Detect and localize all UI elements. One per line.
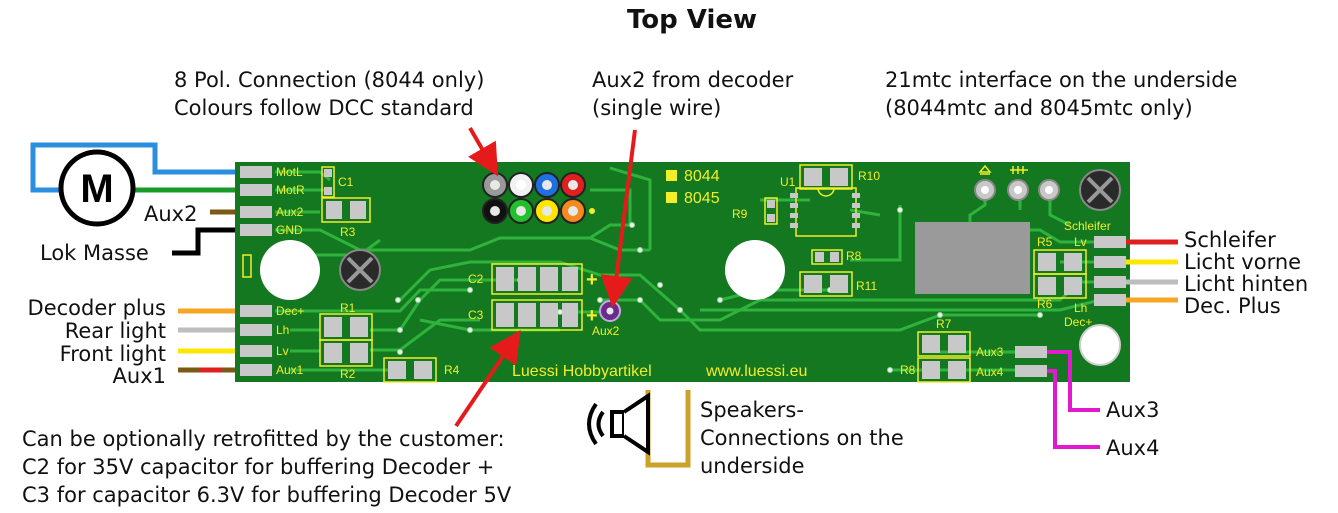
left-pad-labels: MotL MotR Aux2 GND Dec+ Lh Lv Aux1 bbox=[276, 165, 305, 377]
callout-arrows bbox=[454, 126, 637, 428]
label-r7: R7 bbox=[936, 317, 952, 331]
aux4-label: Aux4 bbox=[1106, 436, 1160, 460]
label-r2: R2 bbox=[340, 367, 356, 381]
mounting-hole-center bbox=[725, 240, 785, 300]
label-r6: R6 bbox=[1037, 297, 1053, 311]
screw-left bbox=[339, 249, 381, 291]
right-pad-labels: Schleifer Lv Lh Dec+ Aux3 Aux4 bbox=[976, 219, 1111, 379]
label-c3: C3 bbox=[468, 308, 484, 322]
pad-label-lh: Lh bbox=[276, 323, 289, 337]
c2-plus: + bbox=[586, 269, 598, 291]
label-r11: R10 bbox=[858, 169, 880, 183]
c3-plus: + bbox=[586, 305, 598, 327]
label-r4: R4 bbox=[444, 363, 460, 377]
label-r9: R8 bbox=[846, 249, 862, 263]
pad-label-aux3: Aux3 bbox=[976, 345, 1004, 359]
front-light-label: Front light bbox=[59, 342, 166, 366]
pad-label-gnd: GND bbox=[276, 223, 303, 237]
mtc-interface-block bbox=[915, 222, 1030, 294]
pad-label-aux4: Aux4 bbox=[976, 365, 1004, 379]
pad-label-motl: MotL bbox=[276, 165, 303, 179]
mounting-hole-left bbox=[260, 240, 320, 300]
component-labels-right: R10 R9 U1 R8 R11 R5 R6 R7 R8 R8 bbox=[732, 169, 1053, 377]
left-function-wires bbox=[178, 308, 245, 373]
pad-label-motr: MotR bbox=[276, 183, 305, 197]
label-c1: C1 bbox=[338, 175, 354, 189]
retrofit-label-line1: Can be optionally retrofitted by the cus… bbox=[22, 427, 505, 451]
left-pads bbox=[240, 166, 272, 376]
pad-label-dec-plus-right: Dec+ bbox=[1064, 315, 1092, 329]
label-r12: R11 bbox=[856, 279, 877, 293]
pad-label-aux2: Aux2 bbox=[276, 205, 304, 219]
label-r8-visible: R8 bbox=[900, 363, 916, 377]
mtc-label-line2: (8044mtc and 8045mtc only) bbox=[885, 96, 1193, 120]
aux2-wire-label: Aux2 bbox=[144, 202, 198, 226]
rear-light-label: Rear light bbox=[64, 319, 166, 343]
retrofit-label-line2: C2 for 35V capacitor for buffering Decod… bbox=[22, 455, 495, 479]
mounting-hole-right bbox=[1079, 324, 1121, 366]
dec-plus-label: Dec. Plus bbox=[1184, 294, 1281, 318]
variant-8045: 8045 bbox=[684, 190, 720, 207]
page-title: Top View bbox=[627, 5, 758, 35]
variant-marks: 8044 8045 bbox=[666, 168, 720, 207]
label-u1: U1 bbox=[780, 175, 796, 189]
pad-label-lh-right: Lh bbox=[1074, 301, 1087, 315]
header-pins bbox=[974, 164, 1060, 201]
led-marker bbox=[242, 254, 252, 278]
pcb-board: MotL MotR Aux2 GND Dec+ Lh Lv Aux1 C1 R3… bbox=[235, 162, 1130, 383]
label-c2: C2 bbox=[468, 272, 484, 286]
speaker-label-line2: Connections on the bbox=[700, 426, 904, 450]
label-r3: R3 bbox=[340, 225, 356, 239]
speaker-symbol bbox=[587, 390, 691, 468]
brand-silkscreen: Luessi Hobbyartikel bbox=[512, 363, 652, 380]
variant-8044: 8044 bbox=[684, 168, 720, 185]
right-wires bbox=[1047, 239, 1178, 449]
licht-hinten-label: Licht hinten bbox=[1184, 272, 1309, 296]
speaker-label-line1: Speakers- bbox=[700, 398, 804, 422]
website-silkscreen: www.luessi.eu bbox=[705, 363, 807, 380]
aux2-solder-center bbox=[606, 307, 614, 315]
retrofit-label-line3: C3 for capacitor 6.3V for buffering Deco… bbox=[22, 483, 512, 507]
motor-wiring: M bbox=[30, 142, 245, 256]
pad-label-lv: Lv bbox=[276, 344, 289, 358]
aux2-decoder-label-line1: Aux2 from decoder bbox=[592, 68, 794, 92]
label-r10: R9 bbox=[732, 207, 748, 221]
pad-label-lv-right: Lv bbox=[1074, 235, 1087, 249]
eight-pin-connector bbox=[482, 172, 595, 224]
right-pads bbox=[1015, 236, 1126, 377]
lok-masse-label: Lok Masse bbox=[40, 241, 149, 265]
aux2-decoder-label-line2: (single wire) bbox=[592, 96, 722, 120]
licht-vorne-label: Licht vorne bbox=[1184, 250, 1302, 274]
schleifer-label: Schleifer bbox=[1184, 228, 1276, 252]
aux1-label: Aux1 bbox=[112, 364, 166, 388]
components-right bbox=[764, 164, 1087, 383]
label-r1: R1 bbox=[340, 301, 356, 315]
motor-symbol bbox=[58, 149, 136, 227]
pad-label-aux1: Aux1 bbox=[276, 363, 304, 377]
screw-right bbox=[1079, 169, 1121, 211]
speaker-label-line3: underside bbox=[700, 454, 805, 478]
ground-wire bbox=[172, 227, 245, 256]
mtc-label-line1: 21mtc interface on the underside bbox=[885, 68, 1238, 92]
aux3-label: Aux3 bbox=[1106, 398, 1160, 422]
pad-label-dec-plus: Dec+ bbox=[276, 304, 304, 318]
components-left bbox=[319, 166, 437, 383]
pad-label-schleifer: Schleifer bbox=[1064, 219, 1111, 233]
component-labels-left: C1 R3 R1 R2 R4 bbox=[338, 175, 460, 381]
decoder-plus-label: Decoder plus bbox=[27, 296, 166, 320]
aux2-point-label: Aux2 bbox=[592, 324, 620, 338]
connection-label-line2: Colours follow DCC standard bbox=[174, 96, 474, 120]
capacitors: + + C2 C3 bbox=[468, 263, 598, 331]
connection-label-line1: 8 Pol. Connection (8044 only) bbox=[174, 68, 485, 92]
label-r5: R5 bbox=[1037, 235, 1053, 249]
motor-letter: M bbox=[80, 167, 113, 211]
